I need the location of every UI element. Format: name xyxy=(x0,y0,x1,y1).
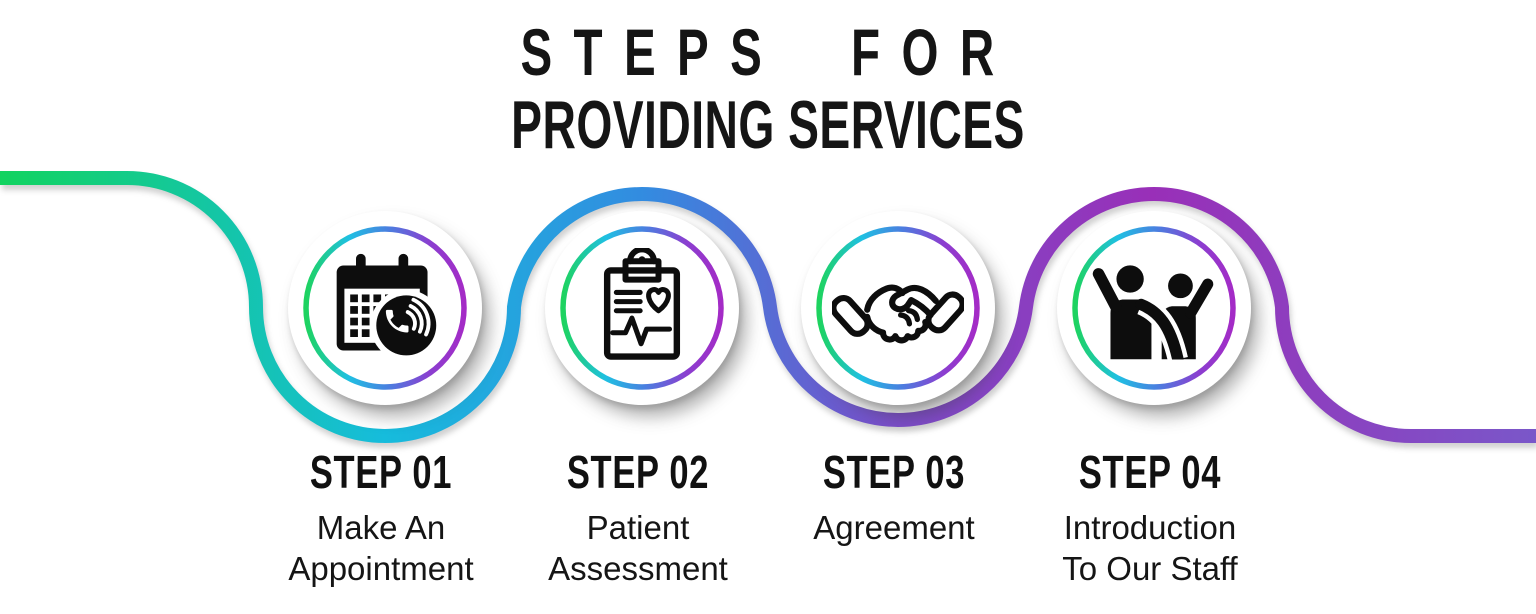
step-3-text: STEP 03 Agreement xyxy=(759,448,1029,549)
step-4-circle xyxy=(1057,211,1251,405)
calendar-phone-icon xyxy=(336,253,443,362)
step-1-circle xyxy=(288,211,482,405)
infographic-title: STEPS FOR PROVIDING SERVICES xyxy=(0,15,1536,164)
step-3-description: Agreement xyxy=(813,509,975,547)
gradient-ring xyxy=(560,226,724,390)
step-1-text: STEP 01 Make An Appointment xyxy=(246,448,516,590)
clipboard-heart-icon xyxy=(603,248,681,360)
step-4-label: STEP 04 xyxy=(1078,446,1222,498)
step-1-description: Make An Appointment xyxy=(288,509,474,588)
step-2-label: STEP 02 xyxy=(566,446,710,498)
serpentine-path xyxy=(0,171,1536,443)
step-2-circle xyxy=(545,211,739,405)
handshake-icon xyxy=(832,284,964,344)
step-4-description: Introduction To Our Staff xyxy=(1062,509,1238,588)
gradient-ring xyxy=(303,226,467,390)
title-line-1: STEPS FOR xyxy=(520,15,1016,89)
step-3-label: STEP 03 xyxy=(822,446,966,498)
step-1-label: STEP 01 xyxy=(309,446,453,498)
step-2-text: STEP 02 Patient Assessment xyxy=(503,448,773,590)
people-waving-icon xyxy=(1092,265,1214,360)
title-line-2: PROVIDING SERVICES xyxy=(511,87,1025,164)
step-3-circle xyxy=(801,211,995,405)
step-4-text: STEP 04 Introduction To Our Staff xyxy=(1015,448,1285,590)
gradient-ring xyxy=(816,226,980,390)
gradient-ring xyxy=(1072,226,1236,390)
step-2-description: Patient Assessment xyxy=(548,509,728,588)
